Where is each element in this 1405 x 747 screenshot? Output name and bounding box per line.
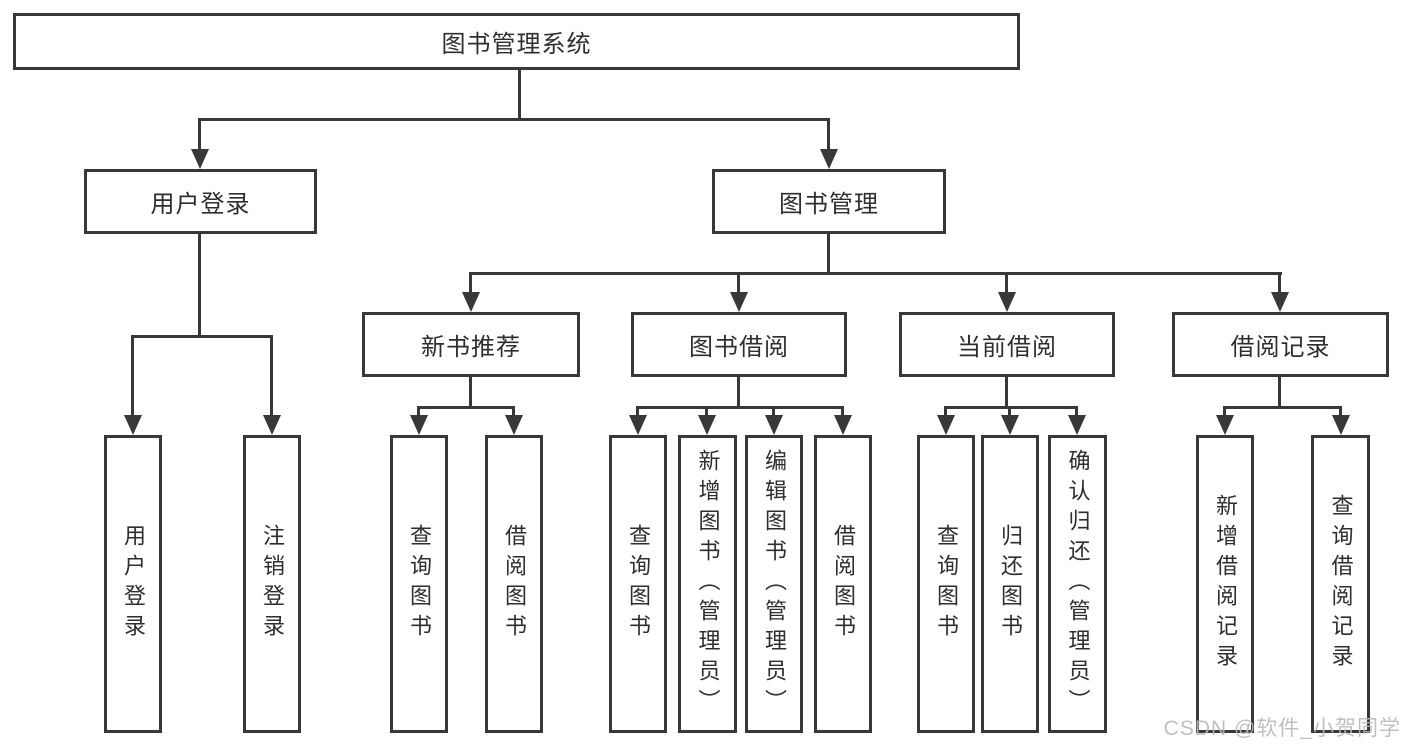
connector-arrow-stem xyxy=(1223,406,1226,418)
leaf-query-books-borrow: 查询图书 xyxy=(609,435,667,733)
leaf-label: 新增借阅记录 xyxy=(1213,494,1238,674)
arrow-down-icon xyxy=(629,415,647,435)
connector-arrow-stem xyxy=(417,406,420,418)
csdn-watermark: CSDN @软件_小贺同学 xyxy=(1163,717,1401,740)
connector-book-mgmt-stem xyxy=(827,234,830,275)
leaf-label: 查询借阅记录 xyxy=(1328,494,1354,674)
leaf-edit-books-admin: 编辑图书（管理员） xyxy=(745,435,803,733)
node-label: 图书借阅 xyxy=(689,334,789,361)
connector-arrow-stem xyxy=(737,272,740,295)
node-user-login: 用户登录 xyxy=(84,169,317,234)
connector-stem xyxy=(1005,377,1008,409)
leaf-query-books-recommend: 查询图书 xyxy=(390,435,448,733)
leaf-label: 查询图书 xyxy=(407,524,432,644)
node-label: 图书管理系统 xyxy=(441,31,592,58)
leaf-label: 用户登录 xyxy=(121,524,146,644)
arrow-down-icon xyxy=(1001,415,1019,435)
arrow-down-icon xyxy=(505,415,523,435)
node-borrow-records: 借阅记录 xyxy=(1172,312,1389,377)
connector-split xyxy=(417,406,515,409)
connector-split xyxy=(944,406,1078,409)
arrow-down-icon xyxy=(698,415,716,435)
arrow-down-icon xyxy=(1271,292,1289,312)
arrow-down-icon xyxy=(1068,415,1086,435)
connector-arrow-stem xyxy=(827,118,830,154)
connector-arrow-stem xyxy=(1339,406,1342,418)
arrow-down-icon xyxy=(410,415,428,435)
leaf-label: 确认归还（管理员） xyxy=(1065,449,1091,719)
leaf-add-books-admin: 新增图书（管理员） xyxy=(678,435,737,733)
leaf-label: 查询图书 xyxy=(934,524,959,644)
connector-arrow-stem xyxy=(198,118,201,154)
leaf-user-login: 用户登录 xyxy=(104,435,162,733)
leaf-borrow-books-recommend: 借阅图书 xyxy=(485,435,543,733)
leaf-label: 新增图书（管理员） xyxy=(695,449,721,719)
arrow-down-icon xyxy=(820,149,838,169)
leaf-query-books-current: 查询图书 xyxy=(917,435,975,733)
node-current-borrow: 当前借阅 xyxy=(899,312,1115,377)
connector-split xyxy=(1223,406,1342,409)
connector-arrow-stem xyxy=(772,406,775,418)
arrow-down-icon xyxy=(191,149,209,169)
connector-arrow-stem xyxy=(705,406,708,418)
arrow-down-icon xyxy=(263,415,281,435)
leaf-label: 注销登录 xyxy=(260,524,285,644)
connector-user-login-split xyxy=(131,335,273,338)
connector-arrow-stem xyxy=(1005,272,1008,295)
connector-arrow-stem xyxy=(841,406,844,418)
arrow-down-icon xyxy=(124,415,142,435)
leaf-label: 查询图书 xyxy=(626,524,651,644)
leaf-query-borrow-record: 查询借阅记录 xyxy=(1311,435,1370,733)
connector-arrow-stem xyxy=(1278,272,1281,295)
leaf-label: 借阅图书 xyxy=(502,524,527,644)
arrow-down-icon xyxy=(462,292,480,312)
node-label: 借阅记录 xyxy=(1230,334,1331,361)
arrow-down-icon xyxy=(765,415,783,435)
connector-level1-split xyxy=(198,118,830,121)
node-library-management-system: 图书管理系统 xyxy=(13,13,1020,70)
connector-arrow-stem xyxy=(512,406,515,418)
connector-user-login-stem xyxy=(198,234,201,338)
leaf-return-books: 归还图书 xyxy=(981,435,1039,733)
leaf-logout: 注销登录 xyxy=(243,435,301,733)
arrow-down-icon xyxy=(1216,415,1234,435)
leaf-confirm-return-admin: 确认归还（管理员） xyxy=(1048,435,1107,733)
node-label: 新书推荐 xyxy=(421,334,521,361)
leaf-label: 借阅图书 xyxy=(831,524,856,644)
arrow-down-icon xyxy=(730,292,748,312)
arrow-down-icon xyxy=(1332,415,1350,435)
connector-arrow-stem xyxy=(270,335,273,418)
arrow-down-icon xyxy=(937,415,955,435)
leaf-label: 归还图书 xyxy=(998,524,1023,644)
connector-root-stem xyxy=(518,69,521,121)
arrow-down-icon xyxy=(998,292,1016,312)
connector-stem xyxy=(469,377,472,409)
connector-arrow-stem xyxy=(1008,406,1011,418)
connector-arrow-stem xyxy=(131,335,134,418)
connector-level2-split xyxy=(469,272,1282,275)
node-label: 用户登录 xyxy=(150,191,251,218)
node-label: 图书管理 xyxy=(779,191,879,218)
connector-split xyxy=(636,406,844,409)
leaf-borrow-books: 借阅图书 xyxy=(814,435,872,733)
connector-arrow-stem xyxy=(636,406,639,418)
node-label: 当前借阅 xyxy=(957,334,1057,361)
node-book-borrow: 图书借阅 xyxy=(631,312,847,377)
arrow-down-icon xyxy=(834,415,852,435)
connector-arrow-stem xyxy=(944,406,947,418)
connector-arrow-stem xyxy=(1075,406,1078,418)
leaf-label: 编辑图书（管理员） xyxy=(762,449,787,719)
leaf-add-borrow-record: 新增借阅记录 xyxy=(1196,435,1254,733)
connector-arrow-stem xyxy=(469,272,472,295)
connector-stem xyxy=(737,377,740,409)
node-new-book-recommend: 新书推荐 xyxy=(362,312,580,377)
node-book-management: 图书管理 xyxy=(712,169,946,234)
connector-stem xyxy=(1278,377,1281,409)
